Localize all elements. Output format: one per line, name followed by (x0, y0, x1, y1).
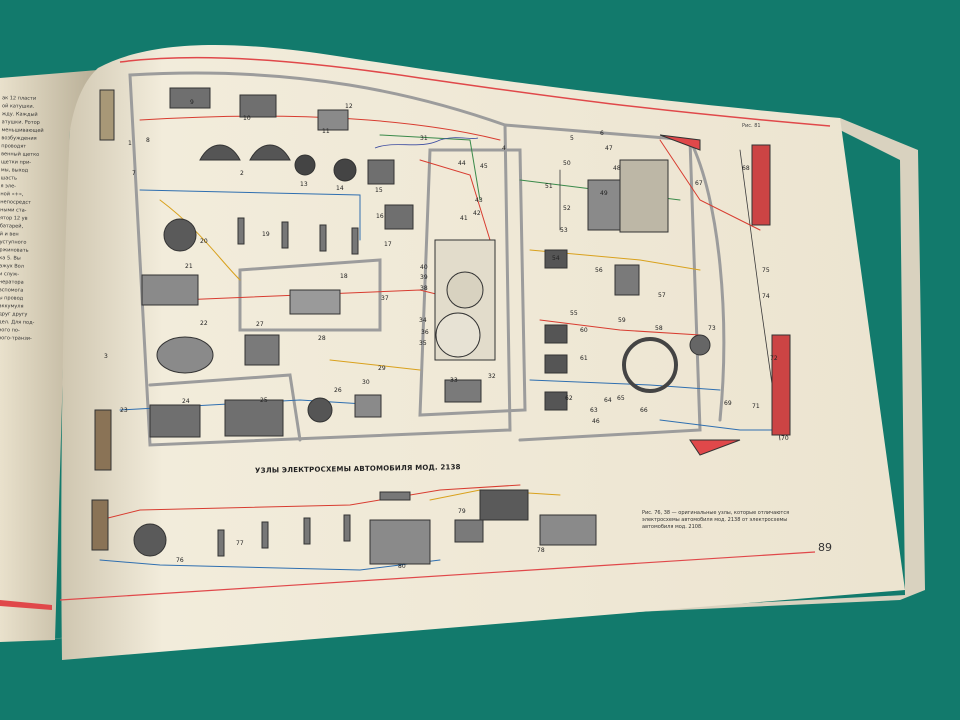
component-label-39: 39 (420, 274, 428, 281)
component-label-57: 57 (658, 292, 666, 299)
component-label-44: 44 (458, 160, 466, 167)
figure-caption: Рис. 76, 38 — оригинальные узлы, которые… (642, 510, 790, 530)
component-label-52: 52 (563, 205, 571, 212)
component-label-11: 11 (322, 128, 330, 135)
component-label-8: 8 (146, 137, 150, 144)
component-label-73: 73 (708, 325, 716, 332)
component-label-34: 34 (419, 317, 427, 324)
component-label-61: 61 (580, 355, 588, 362)
component-label-33: 33 (450, 377, 458, 384)
component-label-3: 3 (104, 353, 108, 360)
component-label-54: 54 (552, 255, 560, 262)
component-label-25: 25 (260, 397, 268, 404)
component-label-79: 79 (458, 508, 466, 515)
component-label-80: 80 (398, 563, 406, 570)
component-label-60: 60 (580, 327, 588, 334)
component-label-58: 58 (655, 325, 663, 332)
component-label-40: 40 (420, 264, 428, 271)
component-label-13: 13 (300, 181, 308, 188)
component-label-42: 42 (473, 210, 481, 217)
component-label-76: 76 (176, 557, 184, 564)
top-red-rule (119, 56, 831, 127)
component-label-26: 26 (334, 387, 342, 394)
component-label-63: 63 (590, 407, 598, 414)
component-label-15: 15 (375, 187, 383, 194)
bottom-red-rule (59, 551, 816, 601)
component-label-5: 5 (570, 135, 574, 142)
component-label-17: 17 (384, 241, 392, 248)
component-label-4: 4 (502, 145, 506, 152)
component-label-74: 74 (762, 293, 770, 300)
component-label-64: 64 (604, 397, 612, 404)
component-label-18: 18 (340, 273, 348, 280)
component-label-43: 43 (475, 197, 483, 204)
component-label-14: 14 (336, 185, 344, 192)
component-label-9: 9 (190, 99, 194, 106)
component-label-16: 16 (376, 213, 384, 220)
component-label-49: 49 (600, 190, 608, 197)
component-label-22: 22 (200, 320, 208, 327)
component-label-65: 65 (617, 395, 625, 402)
component-label-48: 48 (613, 165, 621, 172)
left-page-line: ного-транзи- (0, 335, 32, 342)
component-label-29: 29 (378, 365, 386, 372)
wiring-diagram (99, 71, 791, 571)
component-label-71: 71 (752, 403, 760, 410)
component-label-10: 10 (243, 115, 251, 122)
component-label-30: 30 (362, 379, 370, 386)
component-label-2: 2 (240, 170, 244, 177)
component-label-51: 51 (545, 183, 553, 190)
component-label-59: 59 (618, 317, 626, 324)
components (91, 87, 791, 565)
handwritten-note (374, 137, 479, 149)
component-label-70: 70 (781, 435, 789, 442)
component-label-19: 19 (262, 231, 270, 238)
component-label-68: 68 (742, 165, 750, 172)
component-label-12: 12 (345, 103, 353, 110)
left-page (0, 70, 98, 642)
component-label-47: 47 (605, 145, 613, 152)
component-label-24: 24 (182, 398, 190, 405)
component-label-77: 77 (236, 540, 244, 547)
component-label-50: 50 (563, 160, 571, 167)
component-label-37: 37 (381, 295, 389, 302)
component-label-1: 1 (128, 140, 132, 147)
component-label-69: 69 (724, 400, 732, 407)
component-label-41: 41 (460, 215, 468, 222)
component-label-55: 55 (570, 310, 578, 317)
component-label-32: 32 (488, 373, 496, 380)
component-label-72: 72 (770, 355, 778, 362)
component-label-38: 38 (420, 285, 428, 292)
component-label-36: 36 (421, 329, 429, 336)
component-label-35: 35 (419, 340, 427, 347)
component-label-7: 7 (132, 170, 136, 177)
component-label-66: 66 (640, 407, 648, 414)
component-label-45: 45 (480, 163, 488, 170)
corner-figure-label: Рис. 81 (742, 123, 761, 129)
component-label-20: 20 (200, 238, 208, 245)
component-label-75: 75 (762, 267, 770, 274)
component-label-31: 31 (420, 135, 428, 142)
component-label-46: 46 (592, 418, 600, 425)
component-label-28: 28 (318, 335, 326, 342)
component-label-21: 21 (185, 263, 193, 270)
component-label-56: 56 (595, 267, 603, 274)
page-number: 89 (818, 541, 832, 554)
component-label-27: 27 (256, 321, 264, 328)
component-label-6: 6 (600, 130, 604, 137)
component-label-23: 23 (120, 407, 128, 414)
component-label-78: 78 (537, 547, 545, 554)
component-label-67: 67 (695, 180, 703, 187)
component-label-62: 62 (565, 395, 573, 402)
component-label-53: 53 (560, 227, 568, 234)
